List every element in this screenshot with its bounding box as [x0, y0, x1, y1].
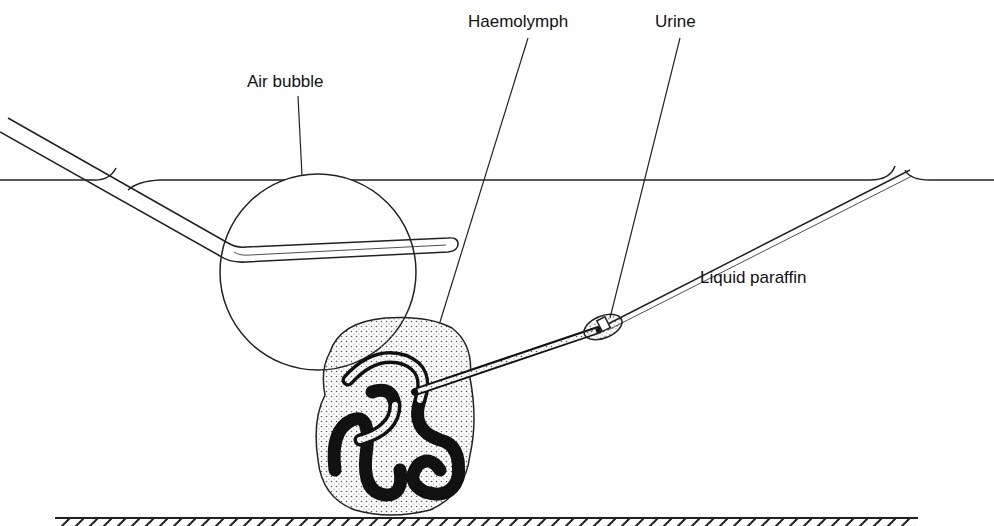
part-label: Haemolymph — [468, 12, 568, 32]
tubule — [334, 358, 459, 496]
part-label: Air bubble — [247, 72, 324, 92]
urine-droplet — [580, 309, 625, 344]
leader-line — [298, 38, 680, 322]
collecting-pipette — [597, 170, 912, 332]
part-label: Urine — [655, 12, 696, 32]
haemolymph-drop — [316, 317, 474, 515]
medium-label: Liquid paraffin — [700, 268, 807, 288]
substrate — [55, 518, 918, 526]
cut-tubule-end — [415, 330, 598, 392]
paraffin-surface — [0, 166, 994, 190]
bubble-pipette — [0, 118, 458, 262]
